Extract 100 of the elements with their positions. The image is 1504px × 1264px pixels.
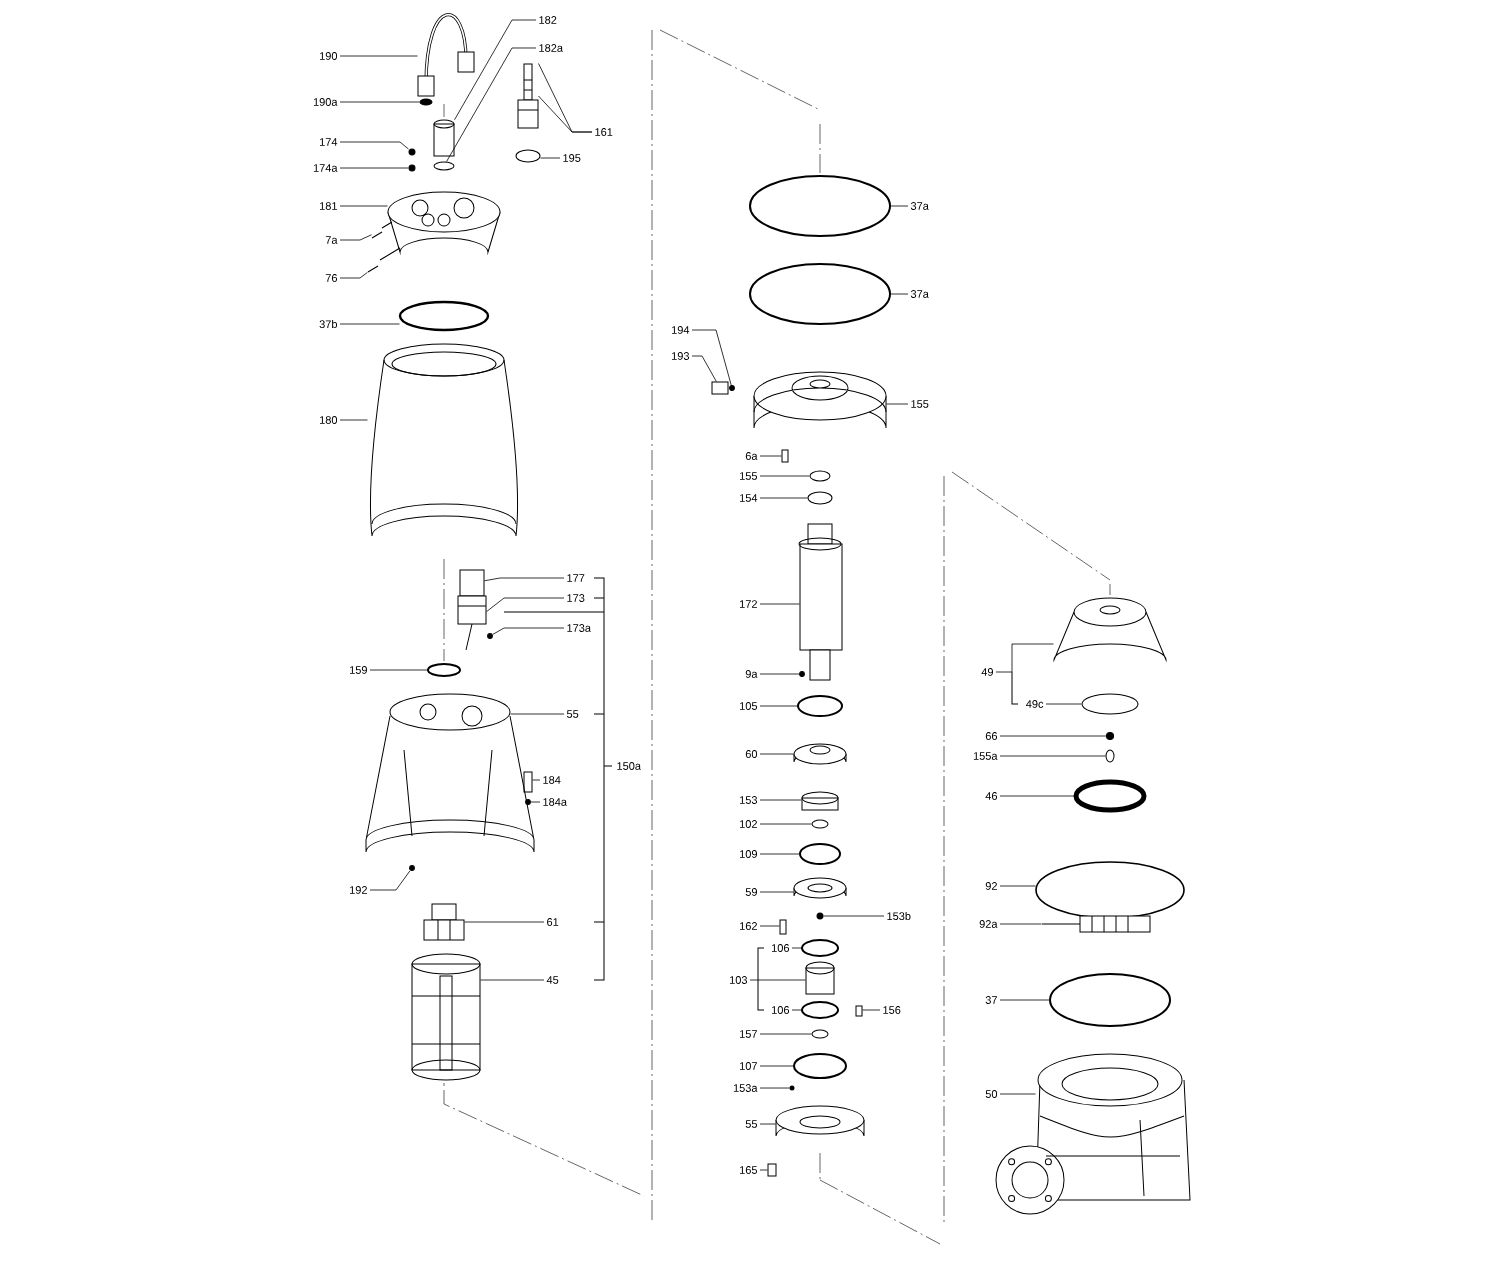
- round-part: [433, 161, 455, 171]
- block-part: [781, 449, 789, 463]
- leader-line: [999, 1093, 1036, 1095]
- round-part: [799, 671, 805, 677]
- leader-line: [759, 799, 802, 801]
- round-part: [487, 633, 493, 639]
- round-part: [801, 939, 839, 957]
- part-drawing: [365, 693, 535, 853]
- leader-line: [862, 1009, 881, 1011]
- leader-line: [339, 141, 409, 150]
- part-drawing: [793, 877, 847, 899]
- leader-line: [484, 577, 565, 582]
- leader-line: [999, 795, 1076, 797]
- round-part: [398, 300, 490, 332]
- round-part: [807, 491, 833, 505]
- leader-line: [530, 801, 541, 803]
- block-part: [459, 569, 485, 597]
- leader-line: [480, 979, 545, 981]
- part-drawing: [370, 343, 518, 537]
- leader-line: [339, 167, 409, 169]
- round-part: [525, 799, 531, 805]
- leader-line: [759, 1123, 776, 1125]
- round-part: [427, 663, 461, 677]
- leader-line: [759, 603, 800, 605]
- leader-line: [540, 157, 561, 159]
- cylinder-part: [798, 523, 843, 681]
- round-part: [409, 865, 415, 871]
- cylinder-part: [805, 961, 835, 995]
- leader-line: [890, 293, 909, 295]
- leader-line: [791, 947, 802, 949]
- block-part: [779, 919, 787, 935]
- part-drawing: [387, 191, 501, 253]
- leader-line: [759, 475, 810, 477]
- leader-line: [339, 234, 372, 241]
- leader-line: [464, 921, 545, 923]
- leader-line: [369, 870, 411, 891]
- leader-line: [759, 673, 800, 675]
- leader-line: [759, 1169, 768, 1171]
- leader-line: [759, 1065, 794, 1067]
- leader-line: [759, 891, 794, 893]
- round-part: [419, 98, 433, 106]
- leader-line: [691, 329, 732, 386]
- leader-line: [532, 779, 541, 781]
- round-part: [811, 819, 829, 829]
- leader-line: [759, 455, 782, 457]
- round-part: [1081, 693, 1139, 715]
- leader-line: [339, 272, 368, 279]
- leader-line: [339, 323, 400, 325]
- leader-line: [791, 1009, 802, 1011]
- leader-line: [999, 999, 1050, 1001]
- part-drawing: [775, 1105, 865, 1137]
- round-part: [729, 385, 735, 391]
- round-part: [1035, 861, 1185, 919]
- leader-line: [759, 823, 812, 825]
- leader-line: [486, 597, 565, 613]
- block-part: [767, 1163, 777, 1177]
- leader-line: [454, 19, 537, 121]
- leader-line: [339, 101, 420, 103]
- round-part: [408, 164, 416, 172]
- round-part: [515, 149, 541, 163]
- leader-line: [999, 755, 1106, 757]
- part-drawing: [411, 953, 481, 1081]
- round-part: [793, 1053, 847, 1079]
- cylinder-part: [433, 119, 455, 157]
- leader-line: [339, 55, 418, 57]
- round-part: [811, 1029, 829, 1039]
- part-drawing: [371, 221, 393, 239]
- round-part: [797, 695, 843, 717]
- leader-line: [999, 885, 1036, 887]
- leader-line: [510, 713, 565, 715]
- part-drawing: [517, 63, 539, 129]
- leader-line: [691, 355, 717, 382]
- block-part: [523, 771, 533, 793]
- leader-line: [759, 497, 808, 499]
- leader-line: [339, 205, 388, 207]
- block-part: [711, 381, 729, 395]
- leader-line: [995, 643, 1054, 673]
- leader-line: [749, 979, 806, 981]
- clamp-band: [1041, 915, 1151, 933]
- leader-line: [369, 669, 428, 671]
- round-part: [1049, 973, 1171, 1027]
- leader-line: [492, 627, 565, 635]
- round-part: [816, 912, 824, 920]
- part-drawing: [995, 1053, 1191, 1215]
- leader-line: [339, 419, 368, 421]
- leader-line: [759, 705, 798, 707]
- round-part: [799, 843, 841, 865]
- leader-line: [446, 47, 537, 162]
- leader-line: [886, 403, 909, 405]
- round-part: [408, 148, 416, 156]
- cylinder-part: [801, 791, 839, 811]
- part-drawing: [793, 743, 847, 765]
- part-drawing: [753, 371, 887, 429]
- round-part: [1105, 731, 1115, 741]
- round-part: [749, 263, 891, 325]
- round-part: [1073, 779, 1147, 813]
- leader-line: [759, 853, 800, 855]
- leader-line: [759, 1087, 790, 1089]
- part-drawing: [423, 903, 465, 941]
- leader-line: [823, 915, 885, 917]
